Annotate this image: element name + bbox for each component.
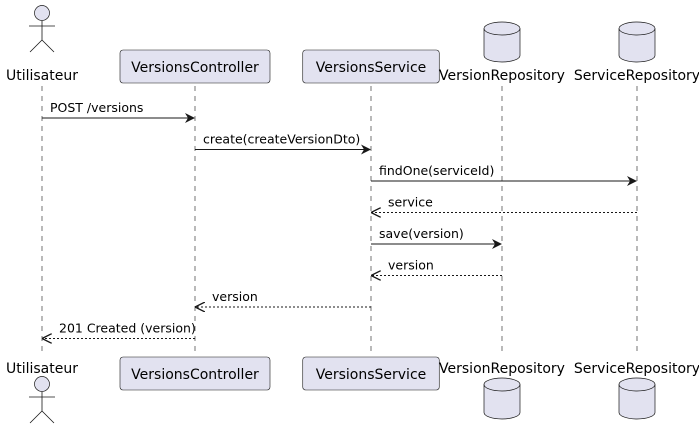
message-2: create(createVersionDto) (195, 132, 371, 155)
message-label: save(version) (379, 226, 464, 241)
database-label: ServiceRepository (574, 68, 699, 84)
message-label: findOne(serviceId) (379, 163, 494, 178)
participant-box (119, 49, 271, 84)
database-body (483, 377, 521, 420)
database-label: ServiceRepository (574, 361, 699, 377)
participant-srepo-top: ServiceRepository (574, 21, 699, 84)
actor-label: Utilisateur (6, 361, 78, 377)
participant-box (302, 49, 440, 84)
message-label: version (212, 289, 258, 304)
message-label: service (388, 195, 433, 210)
message-label: create(createVersionDto) (203, 132, 360, 147)
actor-head (34, 376, 50, 392)
database-body (483, 21, 521, 63)
participant-label: VersionsController (131, 367, 259, 383)
database-label: VersionRepository (439, 361, 565, 377)
participant-ctrl-top: VersionsController (119, 49, 271, 84)
reply-message-7: version (196, 289, 371, 307)
participant-box (302, 356, 440, 391)
database-rim (618, 28, 656, 36)
database-rim (618, 384, 656, 392)
database-body (618, 21, 656, 63)
participant-vrepo-bottom: VersionRepository (439, 361, 565, 420)
participant-label: VersionsService (316, 367, 427, 383)
message-label: version (388, 258, 434, 273)
message-3: findOne(serviceId) (371, 163, 637, 186)
message-label: 201 Created (version) (59, 321, 196, 336)
participant-srepo-bottom: ServiceRepository (574, 361, 699, 420)
actor-body (29, 21, 55, 53)
reply-message-4: service (372, 195, 637, 213)
reply-message-8: 201 Created (version) (43, 321, 196, 339)
database-rim (483, 384, 521, 392)
database-label: VersionRepository (439, 68, 565, 84)
message-1: POST /versions (42, 100, 195, 123)
actor-body (29, 392, 55, 424)
participant-user-top: Utilisateur (6, 5, 78, 84)
message-label: POST /versions (50, 100, 143, 115)
participant-vrepo-top: VersionRepository (439, 21, 565, 84)
participant-svc-bottom: VersionsService (302, 356, 440, 391)
actor-label: Utilisateur (6, 68, 78, 84)
participant-box (119, 356, 271, 391)
actor-head (34, 5, 50, 21)
database-body (618, 377, 656, 420)
participant-svc-top: VersionsService (302, 49, 440, 84)
participant-label: VersionsService (316, 60, 427, 76)
participant-label: VersionsController (131, 60, 259, 76)
message-5: save(version) (371, 226, 502, 249)
reply-message-6: version (372, 258, 502, 276)
participant-user-bottom: Utilisateur (6, 361, 78, 424)
participant-ctrl-bottom: VersionsController (119, 356, 271, 391)
database-rim (483, 28, 521, 36)
